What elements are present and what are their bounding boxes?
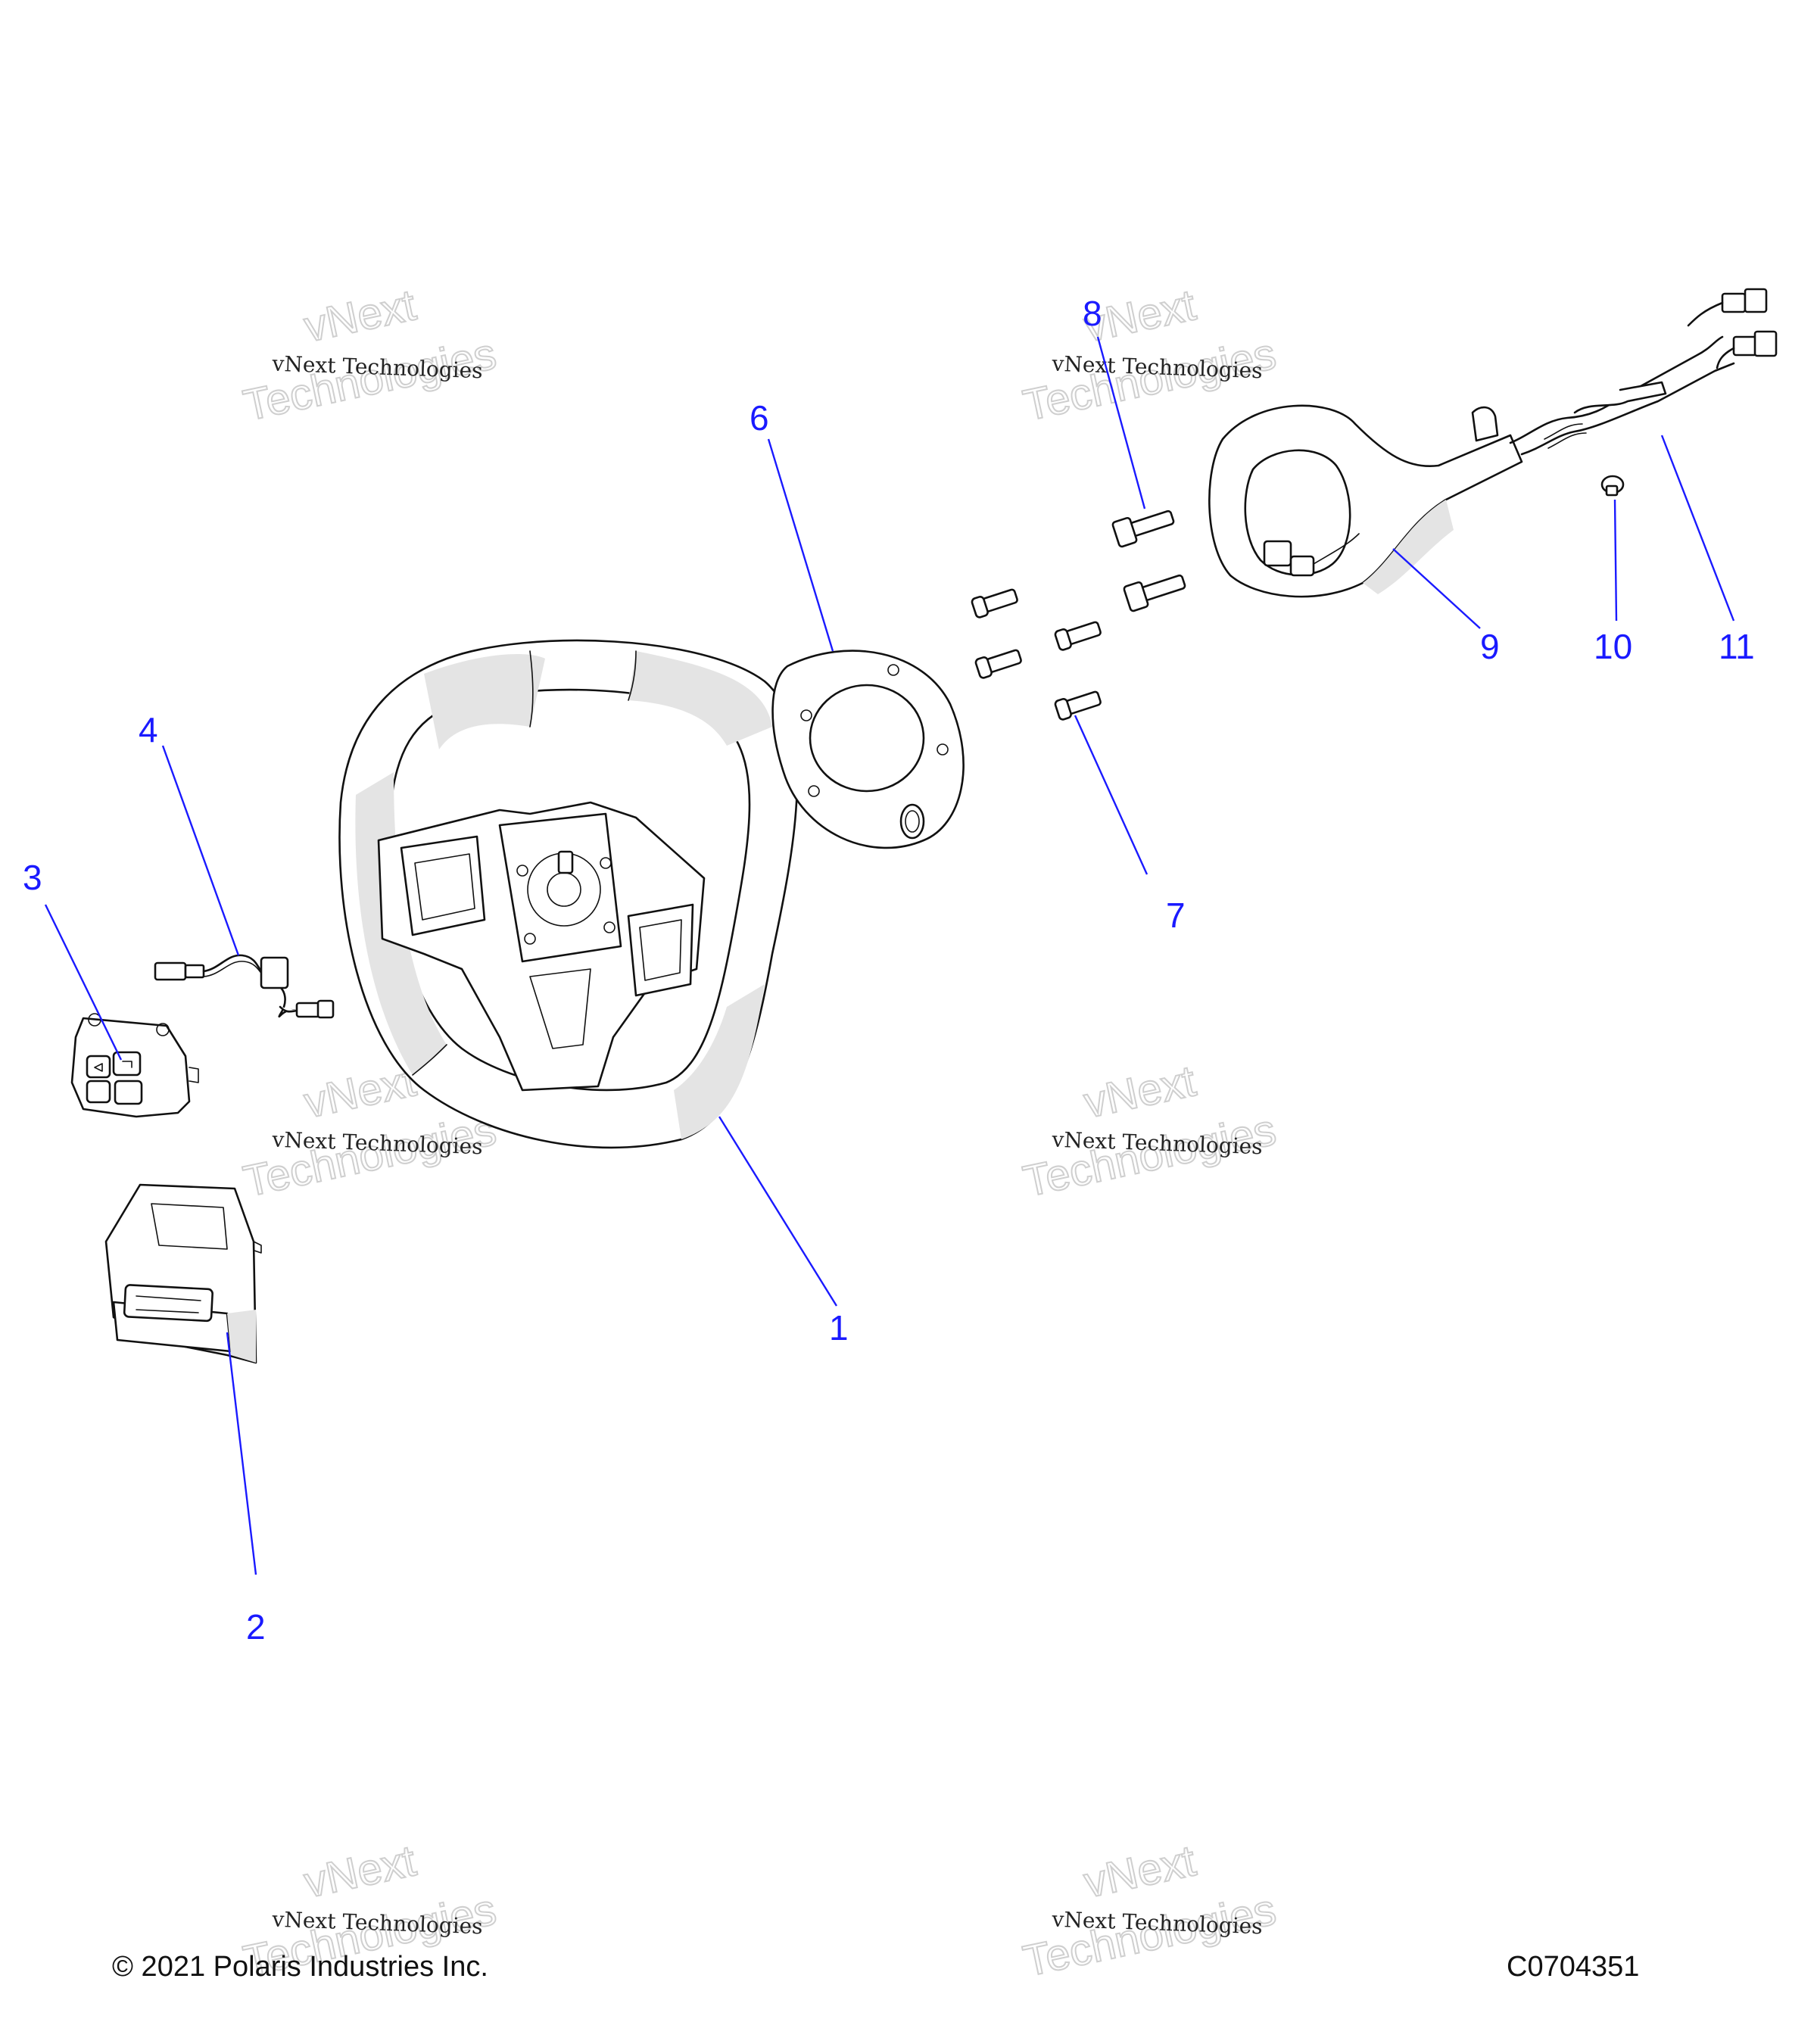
leader-3	[44, 904, 123, 1061]
clock-spring-housing-part	[1208, 404, 1523, 598]
bolts-small-part	[971, 588, 1102, 721]
switch-panel-part	[70, 1013, 199, 1118]
leader-11	[1660, 435, 1735, 622]
leader-9	[1392, 548, 1481, 629]
leader-4	[161, 745, 240, 956]
diagram-code: C0704351	[1507, 1951, 1639, 1983]
harness-connectors-part	[1509, 288, 1778, 456]
callout-7[interactable]: 7	[1166, 896, 1186, 935]
callout-9[interactable]: 9	[1480, 627, 1500, 666]
watermark-top-left: vNext Technologies vNext Technologies	[238, 279, 501, 431]
center-cover-part	[104, 1183, 262, 1364]
svg-text:vNext: vNext	[300, 1836, 420, 1907]
callout-3[interactable]: 3	[23, 858, 42, 897]
callout-11[interactable]: 11	[1719, 627, 1755, 666]
leader-2	[226, 1332, 257, 1575]
svg-text:vNext: vNext	[300, 280, 420, 351]
copyright-text: © 2021 Polaris Industries Inc.	[112, 1951, 488, 1983]
callout-2[interactable]: 2	[246, 1607, 266, 1647]
watermark-bottom-right: vNext Technologies vNext Technologies	[1018, 1835, 1281, 1986]
leader-10	[1613, 499, 1618, 622]
callout-8[interactable]: 8	[1083, 294, 1102, 333]
svg-text:vNext: vNext	[1080, 1056, 1200, 1127]
hub-spacer-plate-part	[771, 650, 965, 849]
watermark-mid-right: vNext Technologies vNext Technologies	[1018, 1055, 1281, 1207]
watermark-top-right: vNext Technologies vNext Technologies	[1018, 279, 1281, 431]
callout-4[interactable]: 4	[139, 710, 158, 749]
callout-10[interactable]: 10	[1594, 627, 1632, 666]
steering-wheel-part	[338, 639, 799, 1149]
leader-1	[718, 1116, 838, 1307]
callout-1[interactable]: 1	[829, 1308, 849, 1348]
screw-part	[1600, 475, 1625, 497]
svg-text:vNext: vNext	[1080, 1836, 1200, 1907]
leader-6	[767, 438, 834, 652]
leader-7	[1074, 715, 1148, 875]
leader-8	[1096, 336, 1146, 509]
flange-bolts-part	[1111, 509, 1186, 612]
callout-6[interactable]: 6	[750, 398, 769, 438]
wire-harness-part	[154, 954, 335, 1019]
